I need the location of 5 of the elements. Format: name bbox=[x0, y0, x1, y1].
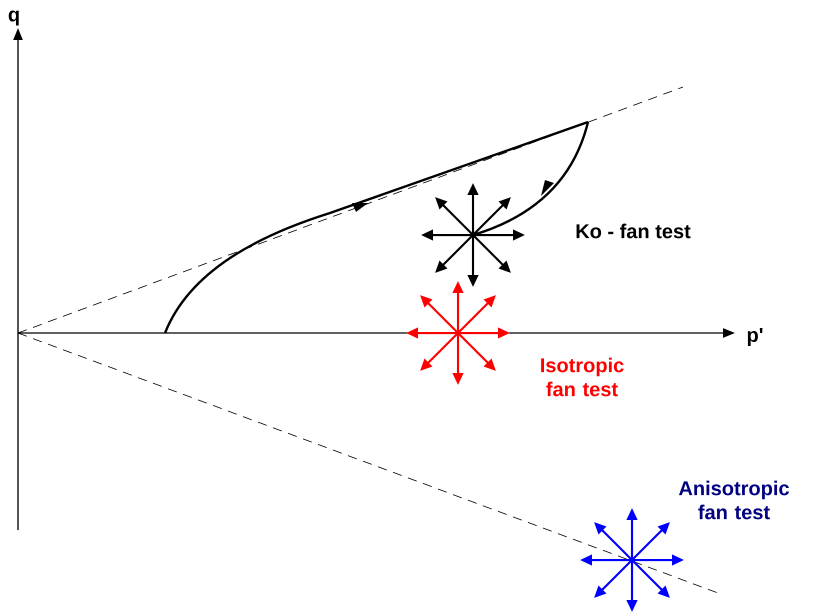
axis-label: q bbox=[8, 10, 19, 26]
fan-test-label: Ko - fan test bbox=[576, 224, 691, 238]
axis-label: p' bbox=[748, 328, 762, 346]
fan-test-label: Anisotropic fan test bbox=[678, 480, 789, 520]
fan-test-label: Isotropic fan test bbox=[541, 358, 624, 396]
